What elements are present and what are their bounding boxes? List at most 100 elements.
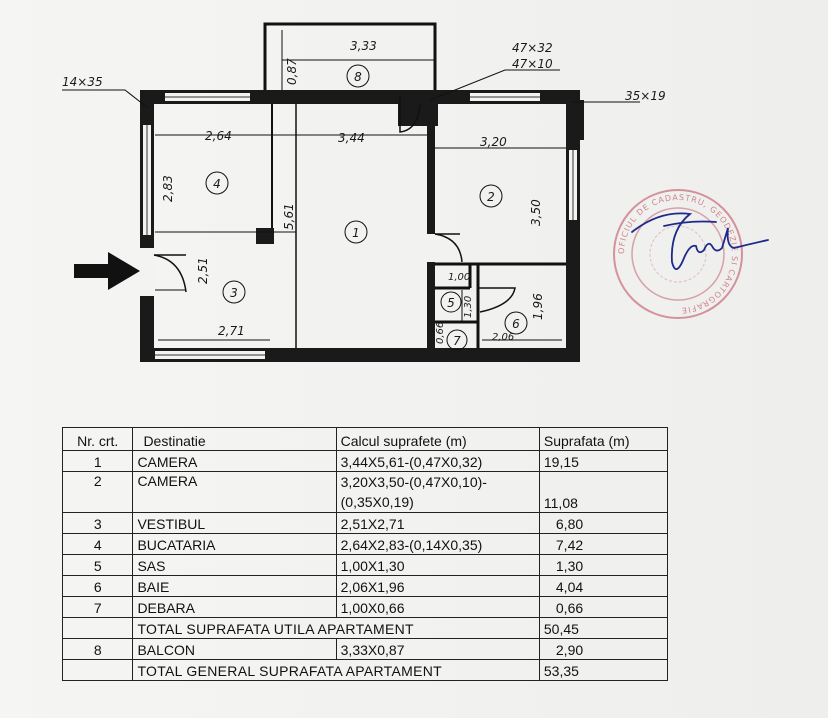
room-number-5: 5	[440, 291, 462, 313]
dimension-closet-depth: 0,66	[435, 322, 446, 344]
row-calcul: 1,00X0,66	[335, 596, 540, 618]
row-nr: 6	[61, 575, 134, 597]
room-number-3: 3	[222, 280, 246, 304]
room-number-3-label: 3	[230, 286, 238, 300]
row-nr: 7	[61, 596, 134, 618]
dimension-hall-width: 2,71	[218, 324, 245, 338]
table-row: 8 BALCON 3,33X0,87 2,90	[61, 638, 669, 660]
row-suprafata: 19,15	[538, 450, 669, 472]
row-nr: 4	[61, 533, 134, 555]
room-number-4: 4	[205, 171, 229, 195]
row-nr: 2	[61, 471, 134, 513]
row-calcul: 2,64X2,83-(0,14X0,35)	[335, 533, 540, 555]
header-calcul: Calcul suprafete (m)	[335, 427, 540, 451]
table-row-total-util: TOTAL SUPRAFATA UTILA APARTAMENT 50,45	[61, 617, 669, 639]
svg-text:OFICIUL DE CADASTRU, GEODEZIE: OFICIUL DE CADASTRU, GEODEZIE SI CARTOGR…	[617, 193, 739, 315]
wall-label-47x32: 47×32	[512, 41, 553, 55]
room-number-2: 2	[479, 184, 503, 208]
dimension-room2-depth: 3,50	[529, 199, 543, 226]
room-number-5-label: 5	[447, 296, 455, 310]
empty-cell	[61, 659, 134, 681]
floor-plan: 14×35 47×32 47×10 35×19 3,33 0,87 2,64 3…	[62, 22, 769, 362]
row-calcul: 3,33X0,87	[335, 638, 540, 660]
table-row: 6 BAIE 2,06X1,96 4,04	[61, 575, 669, 597]
table-row: 3 VESTIBUL 2,51X2,71 6,80	[61, 512, 669, 534]
dimension-bath-depth: 1,96	[531, 293, 545, 320]
total-util-value: 50,45	[538, 617, 669, 639]
dimension-room1-width: 3,44	[338, 131, 365, 145]
dimension-hall-depth: 2,51	[196, 257, 210, 284]
row-calcul-multiline: 3,20X3,50-(0,47X0,10)- (0,35X0,19)	[335, 471, 540, 513]
table-row: 4 BUCATARIA 2,64X2,83-(0,14X0,35) 7,42	[61, 533, 669, 555]
row-destinatie: BUCATARIA	[132, 533, 337, 555]
row-suprafata: 2,90	[538, 638, 669, 660]
outer-walls	[140, 90, 584, 362]
dimension-sas-depth: 1,30	[463, 296, 474, 318]
wall-label-14x35: 14×35	[62, 75, 103, 89]
row-suprafata: 1,30	[538, 554, 669, 576]
dimension-room2-width: 3,20	[480, 135, 507, 149]
interior-walls	[155, 104, 566, 362]
entry-arrow-icon	[74, 252, 140, 290]
row-destinatie: BALCON	[132, 638, 337, 660]
dimension-bath-width: 2,06	[492, 332, 514, 343]
table-row: 1 CAMERA 3,44X5,61-(0,47X0,32) 19,15	[61, 450, 669, 472]
row-calcul: 1,00X1,30	[335, 554, 540, 576]
dimension-room1-depth: 5,61	[282, 203, 296, 230]
row-destinatie: BAIE	[132, 575, 337, 597]
room-number-7: 7	[446, 329, 468, 351]
row-nr: 1	[61, 450, 134, 472]
room-number-1: 1	[344, 220, 368, 244]
row-suprafata: 6,80	[538, 512, 669, 534]
row-calcul-line2: (0,35X0,19)	[340, 494, 414, 510]
room-number-8-label: 8	[354, 70, 362, 84]
doors	[153, 96, 516, 313]
row-destinatie: SAS	[132, 554, 337, 576]
cadastre-stamp: OFICIUL DE CADASTRU, GEODEZIE SI CARTOGR…	[613, 189, 743, 319]
row-calcul: 3,44X5,61-(0,47X0,32)	[335, 450, 540, 472]
dimension-kitchen-width: 2,64	[205, 129, 232, 143]
row-destinatie: VESTIBUL	[132, 512, 337, 534]
total-general-value: 53,35	[538, 659, 669, 681]
room-number-6: 6	[504, 311, 528, 335]
total-util-label: TOTAL SUPRAFATA UTILA APARTAMENT	[132, 617, 540, 639]
room-number-1-label: 1	[352, 226, 360, 240]
table-row-total-general: TOTAL GENERAL SUPRAFATA APARTAMENT 53,35	[61, 659, 669, 681]
room-number-7-label: 7	[453, 334, 461, 348]
header-destinatie: Destinatie	[132, 427, 337, 451]
dimension-balcony-width: 3,33	[350, 39, 377, 53]
table-row: 5 SAS 1,00X1,30 1,30	[61, 554, 669, 576]
room-number-8: 8	[346, 64, 370, 88]
table-row: 2 CAMERA 3,20X3,50-(0,47X0,10)- (0,35X0,…	[61, 471, 669, 513]
table-row: 7 DEBARA 1,00X0,66 0,66	[61, 596, 669, 618]
room-number-4-label: 4	[213, 177, 221, 191]
row-calcul: 2,51X2,71	[335, 512, 540, 534]
wall-label-35x19: 35×19	[625, 89, 666, 103]
row-calcul-line1: 3,20X3,50-(0,47X0,10)-	[340, 474, 487, 490]
dimension-kitchen-depth: 2,83	[161, 175, 175, 202]
table-header-row: Nr. crt. Destinatie Calcul suprafete (m)…	[61, 427, 669, 451]
stamp-text: OFICIUL DE CADASTRU, GEODEZIE SI CARTOGR…	[617, 193, 738, 315]
row-suprafata: 0,66	[538, 596, 669, 618]
row-nr: 8	[61, 638, 134, 660]
signature	[631, 212, 769, 270]
empty-cell	[61, 617, 134, 639]
row-nr: 3	[61, 512, 134, 534]
room-number-2-label: 2	[487, 190, 495, 204]
wall-label-47x10: 47×10	[512, 57, 553, 71]
row-suprafata: 7,42	[538, 533, 669, 555]
row-nr: 5	[61, 554, 134, 576]
header-suprafata: Suprafata (m)	[538, 427, 669, 451]
leader-lines	[62, 69, 640, 109]
row-suprafata: 4,04	[538, 575, 669, 597]
row-destinatie: CAMERA	[132, 471, 337, 513]
row-calcul: 2,06X1,96	[335, 575, 540, 597]
area-calculation-table: Nr. crt. Destinatie Calcul suprafete (m)…	[61, 427, 669, 681]
room-number-6-label: 6	[512, 317, 520, 331]
dimension-sas-width: 1,00	[448, 272, 470, 283]
row-destinatie: DEBARA	[132, 596, 337, 618]
row-suprafata: 11,08	[538, 471, 669, 513]
dimension-balcony-depth: 0,87	[285, 58, 299, 85]
row-destinatie: CAMERA	[132, 450, 337, 472]
